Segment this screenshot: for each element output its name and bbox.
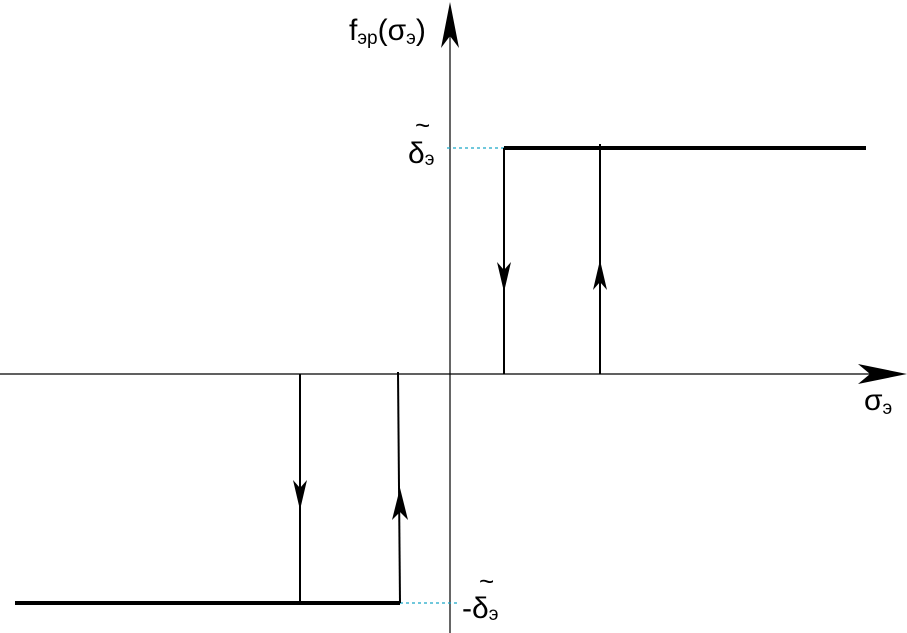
lower-level-sub: э [489,604,499,625]
upper-level-main: δ [408,137,425,170]
upper-level-sub: э [425,149,435,170]
y-label-main: f [349,14,358,47]
x-axis-arrowhead [858,364,907,384]
y-label-close: ) [416,14,426,47]
right-up-arrow [593,260,607,290]
left-down-arrow [293,480,307,510]
lower-level-tilde: ~ [479,566,494,596]
y-label-sub: эр [357,28,377,49]
y-label-open: (σ [378,14,407,47]
upper-level-tilde: ~ [415,110,430,140]
left-up-branch [397,371,401,604]
lower-level-label: -δэ [462,592,498,625]
lower-level-prefix: - [462,592,472,625]
y-axis-label: fэр(σэ) [349,14,426,49]
x-axis-label: σэ [864,384,892,419]
x-label-main: σ [864,384,883,417]
x-label-sub: э [883,398,893,419]
lower-level-main: δ [472,592,489,625]
y-axis-arrowhead [441,2,459,48]
y-label-arg-sub: э [406,28,416,49]
upper-level-label: δэ [408,137,434,170]
right-down-arrow [497,262,511,292]
left-up-arrow [392,488,408,520]
